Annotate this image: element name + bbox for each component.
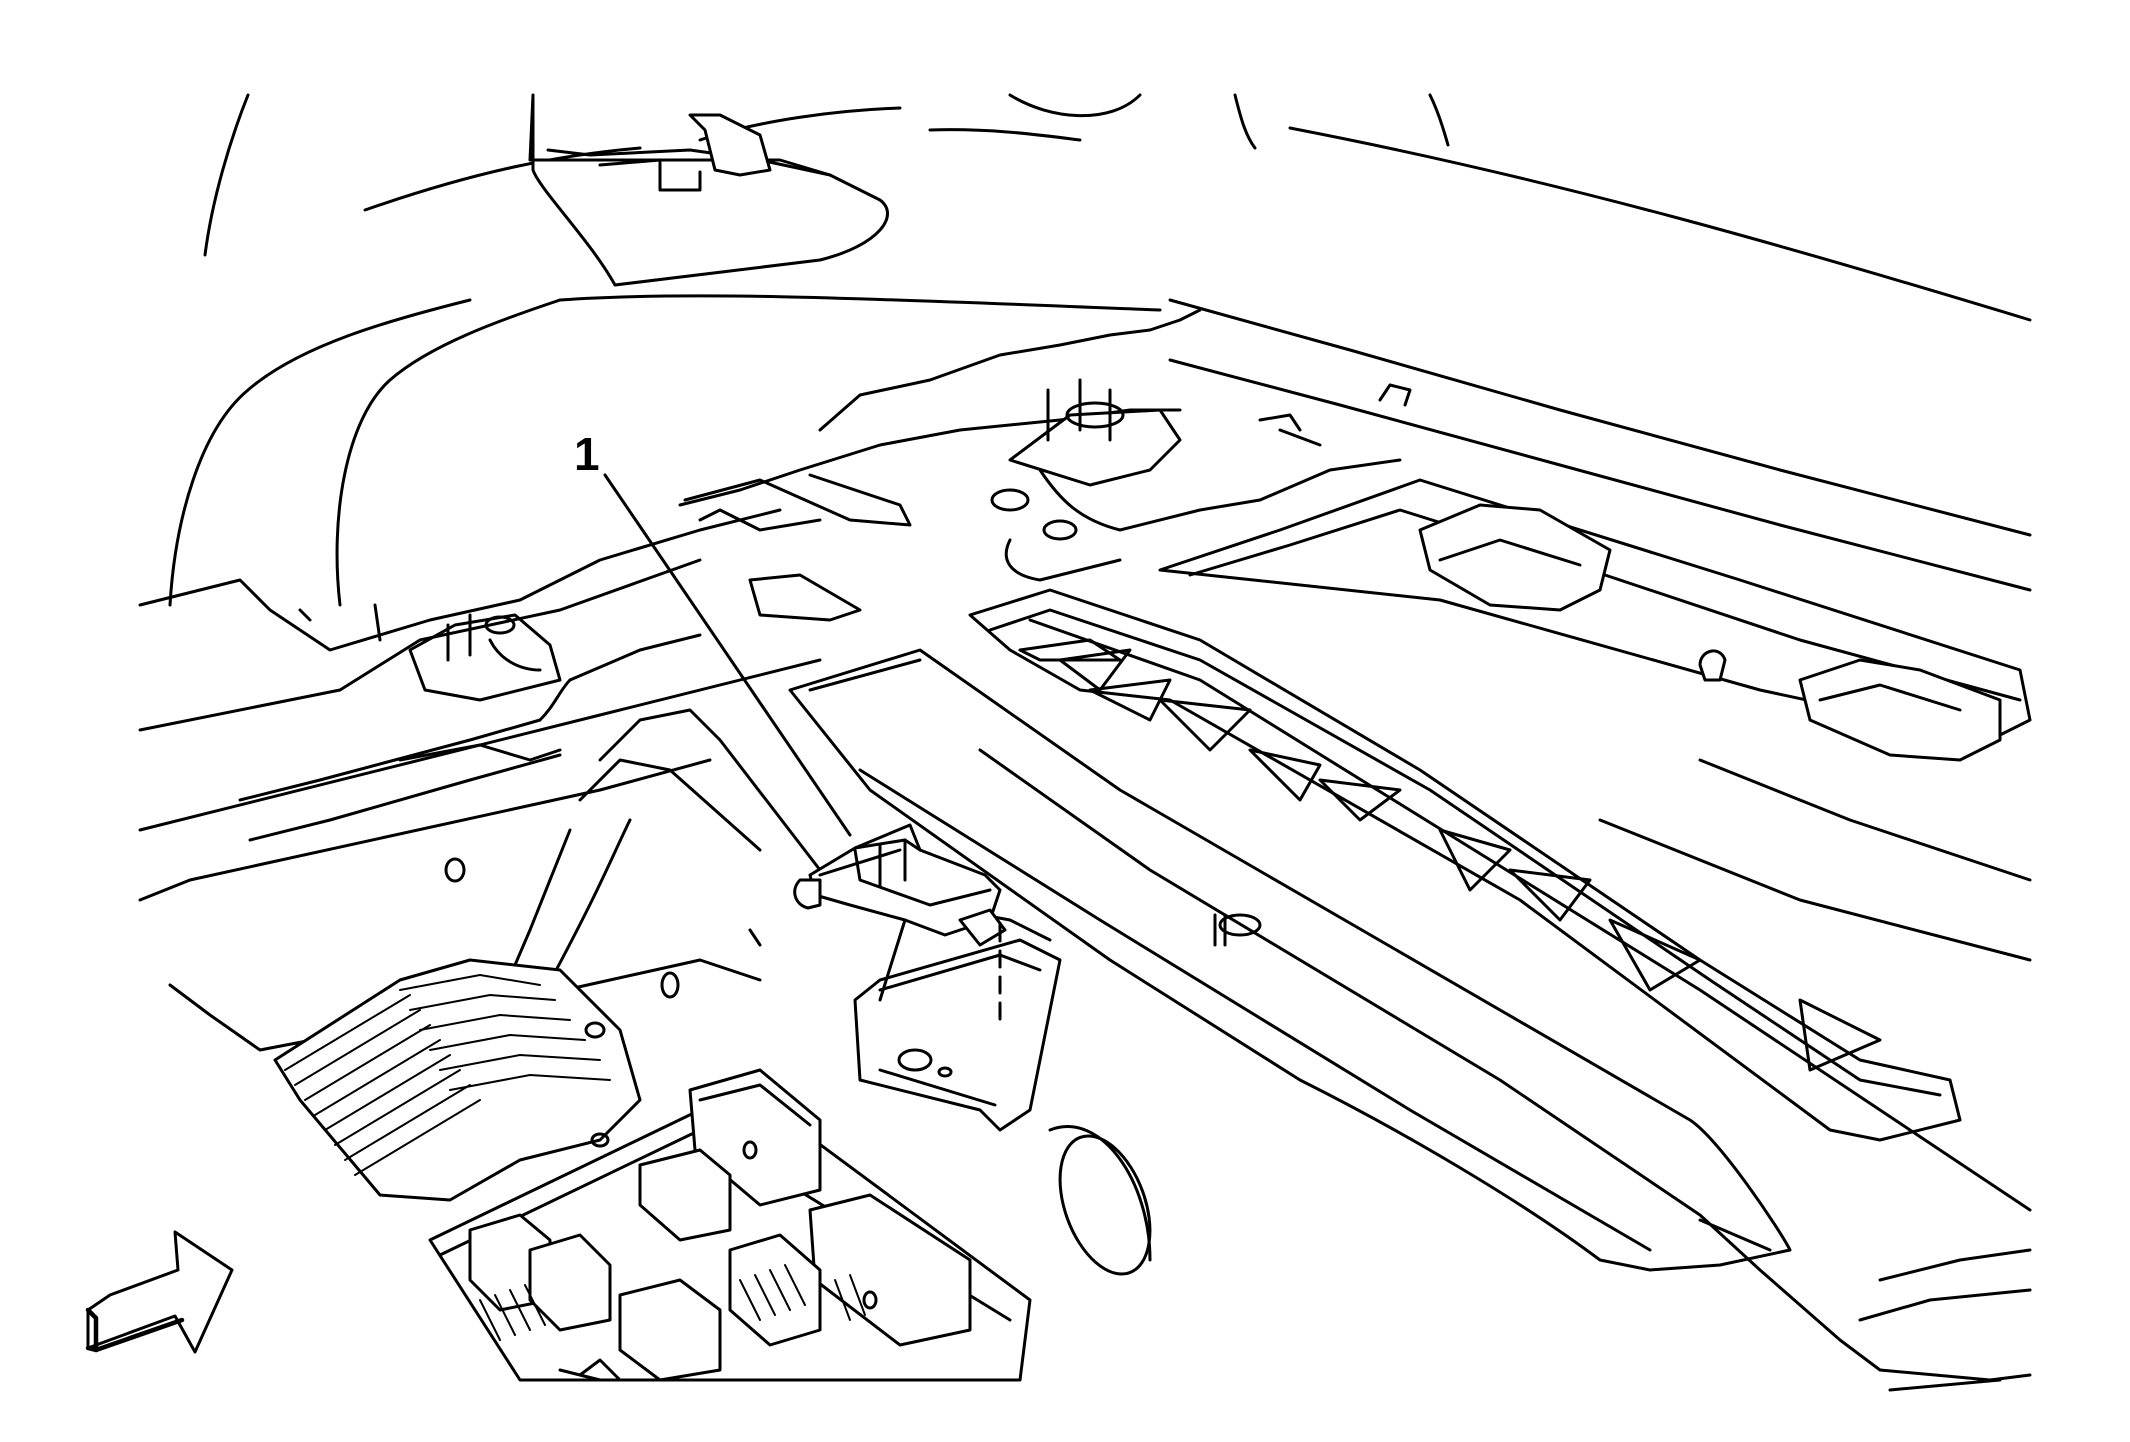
floor-grommet <box>1048 1125 1152 1276</box>
left-floor-pan <box>298 473 912 702</box>
seat-latch-bracket <box>528 93 889 287</box>
right-lower-rails <box>978 618 2032 1392</box>
left-rails <box>238 633 702 842</box>
fuse-relay-block <box>428 1068 1032 1382</box>
front-direction-arrow-icon <box>85 1230 234 1354</box>
right-ribbed-panel <box>968 588 1962 1142</box>
cargo-floor <box>138 298 2032 832</box>
center-stud <box>1213 913 1262 947</box>
right-floor-pads <box>1158 383 2032 762</box>
component-1-module <box>793 823 1062 1132</box>
callout-1-label: 1 <box>574 428 600 480</box>
seat-anchor-studs <box>990 378 1182 541</box>
install-guide-lines <box>878 918 1002 1022</box>
center-floor-channel <box>788 648 1792 1272</box>
callout-1: 1 <box>574 428 852 837</box>
rear-seat-outline <box>168 93 2032 607</box>
control-module-heatsink <box>273 958 642 1202</box>
